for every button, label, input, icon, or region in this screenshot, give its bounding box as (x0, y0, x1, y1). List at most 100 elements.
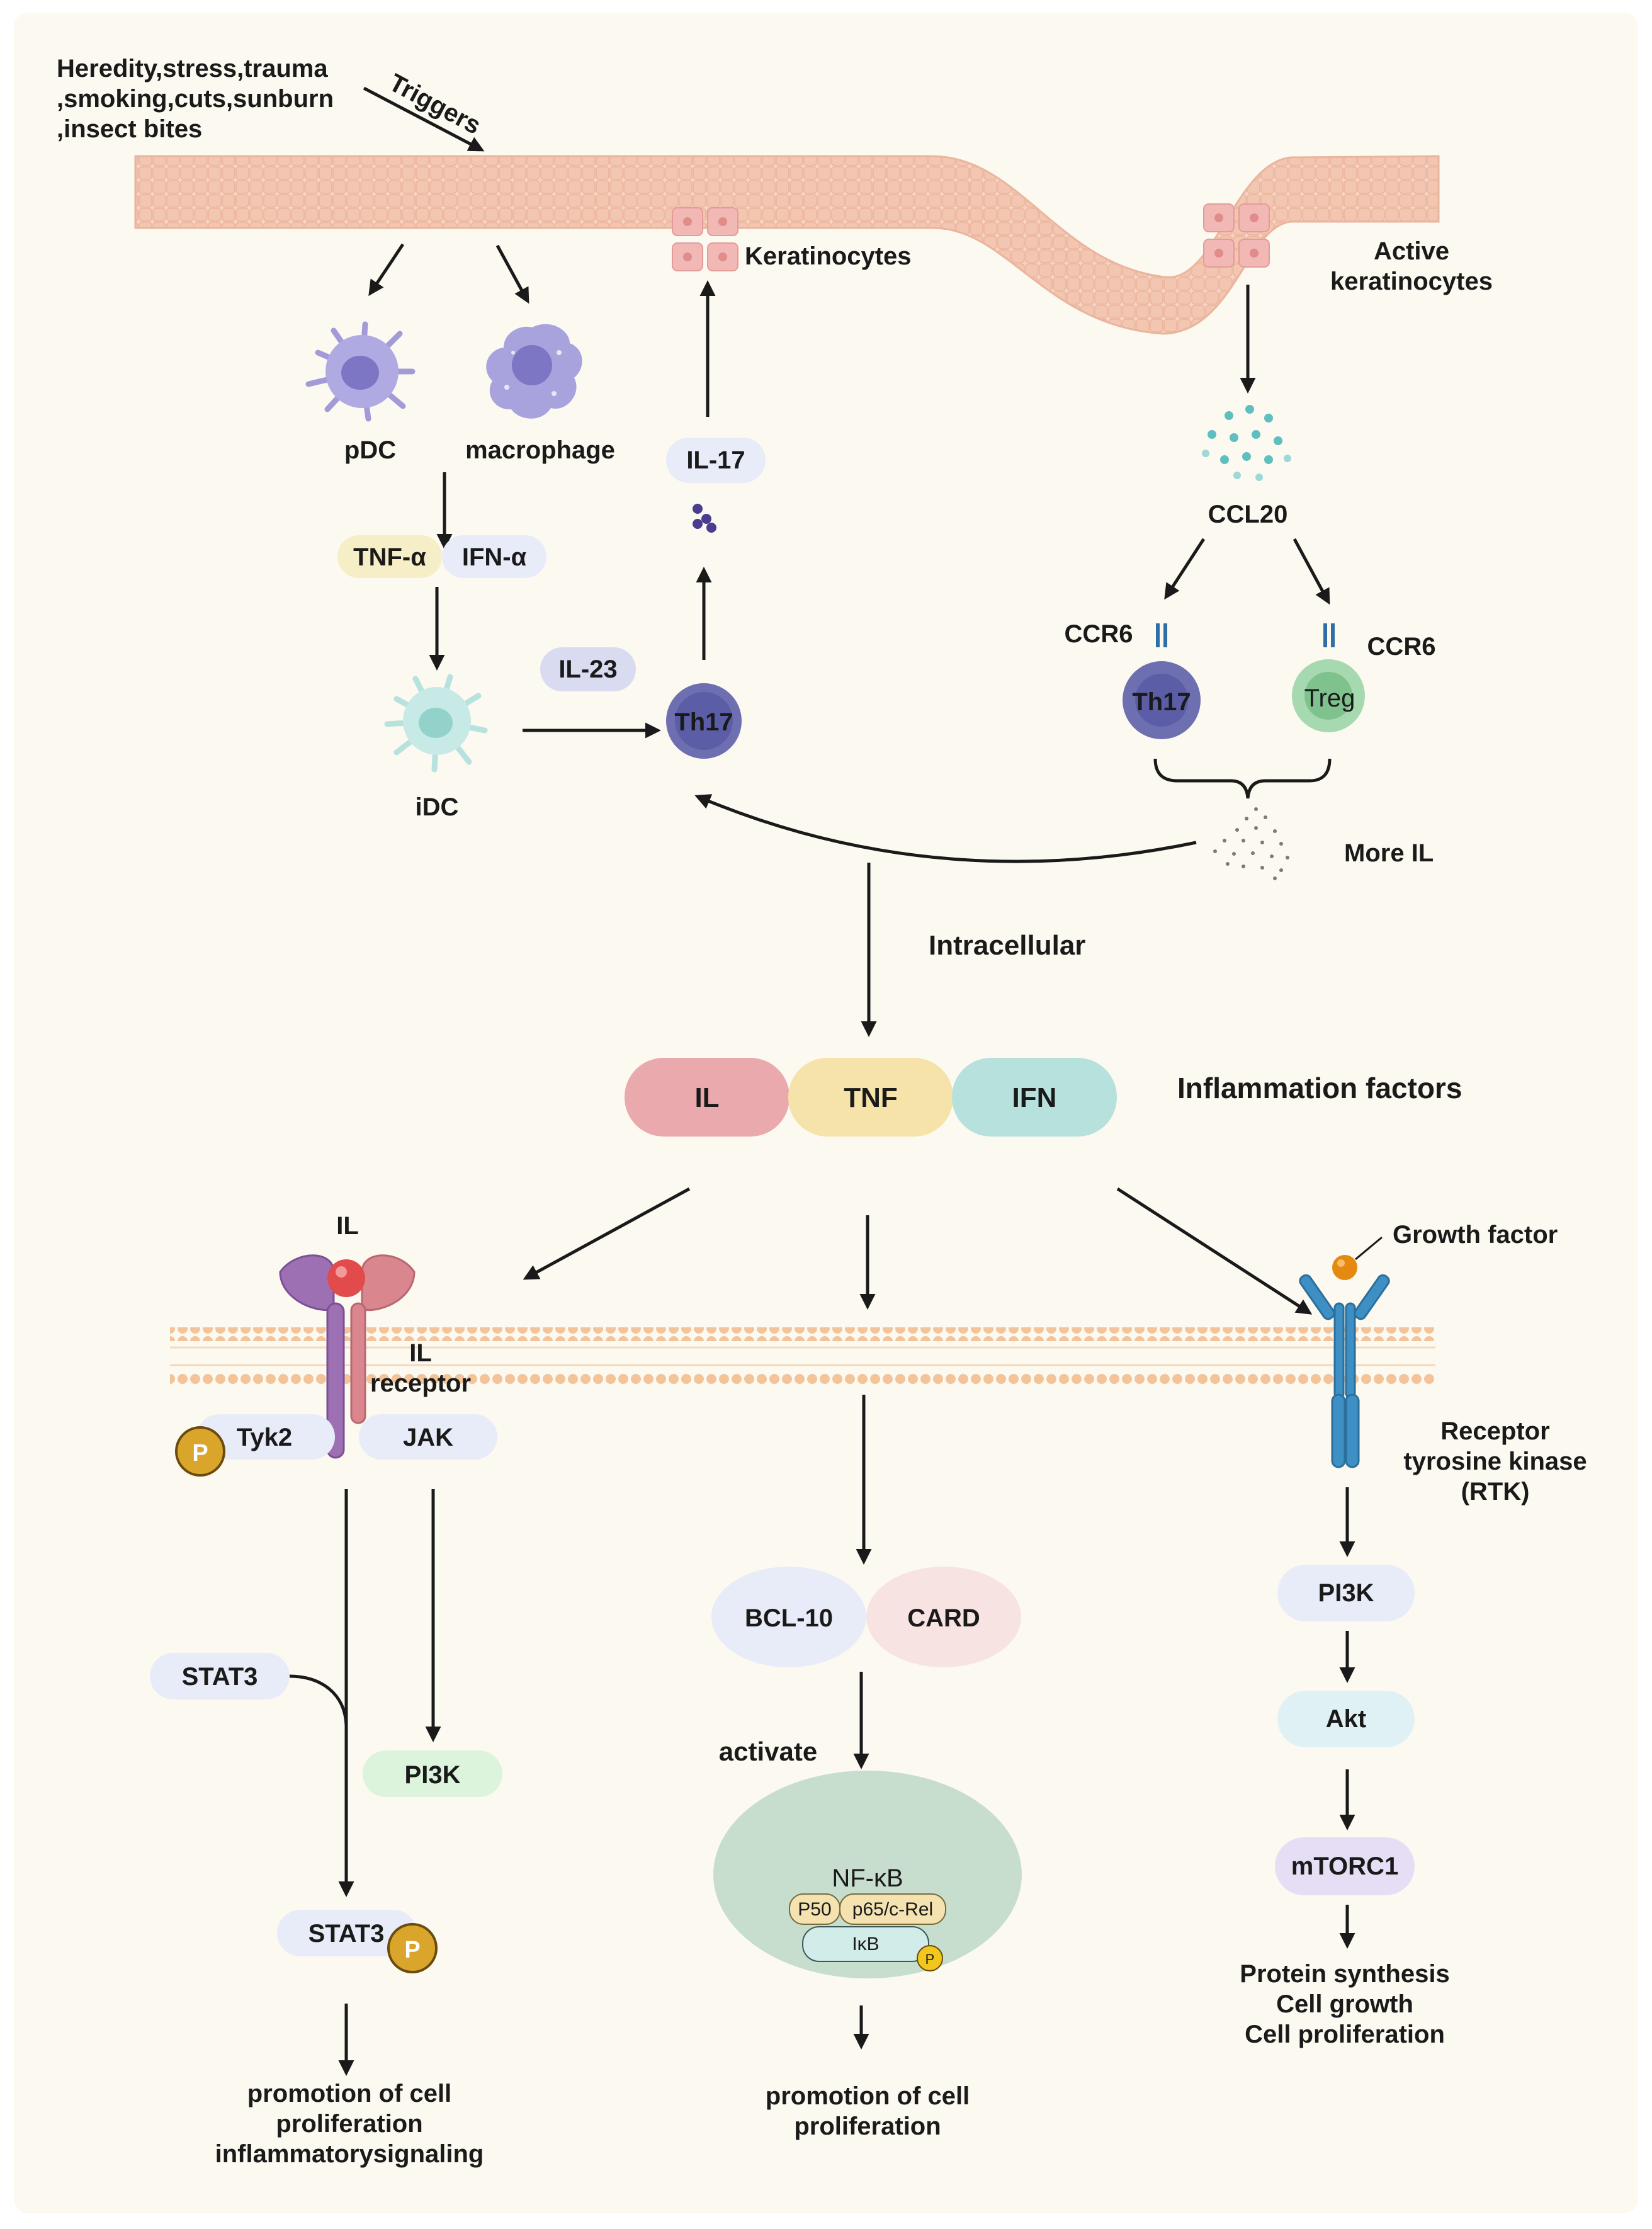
active-keratinocytes-line-2: keratinocytes (1330, 268, 1493, 295)
growth-factor-pointer (1355, 1236, 1383, 1261)
il-top-label: IL (336, 1212, 359, 1240)
jak-label: JAK (403, 1424, 453, 1451)
left-outcome: promotion of cell proliferation inflamma… (215, 2080, 484, 2168)
ccr6-receptor-right-icon (1323, 623, 1335, 647)
keratinocyte-cells (672, 207, 738, 271)
stat3-in-pill (150, 1653, 290, 1699)
ccl20-label: CCL20 (1208, 501, 1288, 528)
active-keratinocytes-label: Active keratinocytes (1330, 237, 1493, 295)
growth-factor-label: Growth factor (1393, 1221, 1558, 1249)
triggers-line-2: ,smoking,cuts,sunburn (57, 85, 334, 113)
rtk-line-1: Receptor (1440, 1417, 1549, 1445)
intracellular-label: Intracellular (929, 930, 1085, 961)
phospho-ikb-icon (917, 1945, 943, 1971)
mtorc1-label: mTORC1 (1291, 1852, 1398, 1880)
akt-pill (1277, 1691, 1415, 1747)
treg-cell-icon (1292, 659, 1365, 732)
center-outcome-line-1: promotion of cell (766, 2082, 970, 2110)
rtk-line-2: tyrosine kinase (1403, 1448, 1587, 1475)
triggers-line-3: ,insect bites (57, 115, 202, 143)
pi3k-left-label: PI3K (405, 1761, 461, 1789)
ifn-alpha-pill (442, 535, 546, 578)
right-outcome-line-1: Protein synthesis (1240, 1960, 1449, 1988)
arrow-skin-to-pdc (368, 243, 405, 297)
triggers-text: Heredity,stress,trauma ,smoking,cuts,sun… (57, 55, 334, 143)
epidermis-layer (134, 155, 1440, 335)
pi3k-left-pill (363, 1750, 502, 1797)
p65-pill (839, 1893, 946, 1925)
card-oval (866, 1567, 1021, 1667)
tnf-alpha-pill (337, 535, 442, 578)
arrow-to-rtk (1116, 1187, 1313, 1315)
il-receptor-icon (279, 1254, 416, 1459)
active-keratinocyte-cells (1203, 203, 1270, 268)
brace (1153, 758, 1332, 799)
il-receptor-label: IL receptor (370, 1339, 471, 1397)
keratinocytes-label: Keratinocytes (745, 242, 912, 270)
pi3k-right-pill (1277, 1565, 1415, 1621)
jak-pill (359, 1414, 497, 1460)
il-factor-label: IL (694, 1082, 719, 1113)
pdc-label: pDC (344, 436, 396, 464)
phospho-stat3-label: P (404, 1937, 420, 1963)
idc-label: iDC (416, 793, 459, 821)
th17-right-label: Th17 (1132, 688, 1191, 716)
arrow-more-il-to-th17 (694, 794, 1197, 863)
nfkb-label: NF-κB (832, 1864, 903, 1892)
il-receptor-line-2: receptor (370, 1370, 471, 1397)
arrow-ccl20-to-th17 (1164, 538, 1206, 600)
stat3-join-curve (289, 1674, 348, 1726)
right-outcome-line-3: Cell proliferation (1245, 2021, 1445, 2048)
akt-label: Akt (1326, 1705, 1366, 1733)
ccr6-right-label: CCR6 (1367, 633, 1436, 661)
stat3-out-pill (277, 1910, 417, 1956)
arrow-skin-to-macrophage (495, 244, 529, 304)
tnf-alpha-label: TNF-α (353, 543, 426, 571)
ifn-factor-pill (952, 1058, 1117, 1137)
phospho-tyk2-label: P (192, 1440, 208, 1466)
phospho-stat3-icon (387, 1923, 438, 1973)
rtk-line-3: (RTK) (1461, 1478, 1530, 1506)
ifn-factor-label: IFN (1012, 1082, 1057, 1113)
bcl10-label: BCL-10 (745, 1604, 833, 1632)
arrow-ccl20-to-treg (1293, 538, 1330, 605)
rtk-receptor-icon (1299, 1274, 1390, 1468)
th17-label: Th17 (674, 708, 733, 736)
nfkb-complex (713, 1771, 1022, 1978)
th17-right-cell-icon (1123, 661, 1201, 739)
center-outcome-line-2: proliferation (794, 2113, 941, 2140)
triggers-arrow (363, 86, 485, 152)
left-outcome-line-3: inflammatorysignaling (215, 2140, 484, 2168)
ccl20-particles (1202, 405, 1291, 481)
idc-cell-icon (384, 674, 488, 773)
activate-label: activate (719, 1737, 817, 1766)
il23-label: IL-23 (558, 655, 617, 683)
th17-cell-icon (666, 683, 742, 759)
il-factor-pill (625, 1058, 789, 1137)
right-outcome: Protein synthesis Cell growth Cell proli… (1240, 1960, 1449, 2048)
right-outcome-line-2: Cell growth (1276, 1990, 1413, 2018)
mtorc1-pill (1275, 1837, 1415, 1895)
tnf-factor-pill (788, 1058, 953, 1137)
tyk2-pill (196, 1414, 335, 1460)
ikb-label: IκB (852, 1934, 879, 1954)
p65-label: p65/c-Rel (852, 1899, 933, 1920)
left-outcome-line-2: proliferation (276, 2110, 422, 2138)
growth-factor-icon (1332, 1255, 1357, 1280)
bcl10-oval (711, 1567, 866, 1667)
phospho-ikb-label: P (925, 1951, 935, 1967)
ccr6-left-label: CCR6 (1065, 620, 1133, 648)
il23-pill (540, 647, 636, 691)
macrophage-label: macrophage (465, 436, 615, 464)
phospho-tyk2-icon (175, 1426, 225, 1477)
center-outcome: promotion of cell proliferation (766, 2082, 970, 2140)
pi3k-right-label: PI3K (1318, 1579, 1374, 1607)
more-il-particles (1213, 807, 1289, 880)
il17-pill (666, 438, 766, 483)
il17-particles (693, 504, 716, 533)
triggers-line-1: Heredity,stress,trauma (57, 55, 328, 82)
active-keratinocytes-line-1: Active (1374, 237, 1449, 265)
cell-membrane (170, 1327, 1435, 1385)
